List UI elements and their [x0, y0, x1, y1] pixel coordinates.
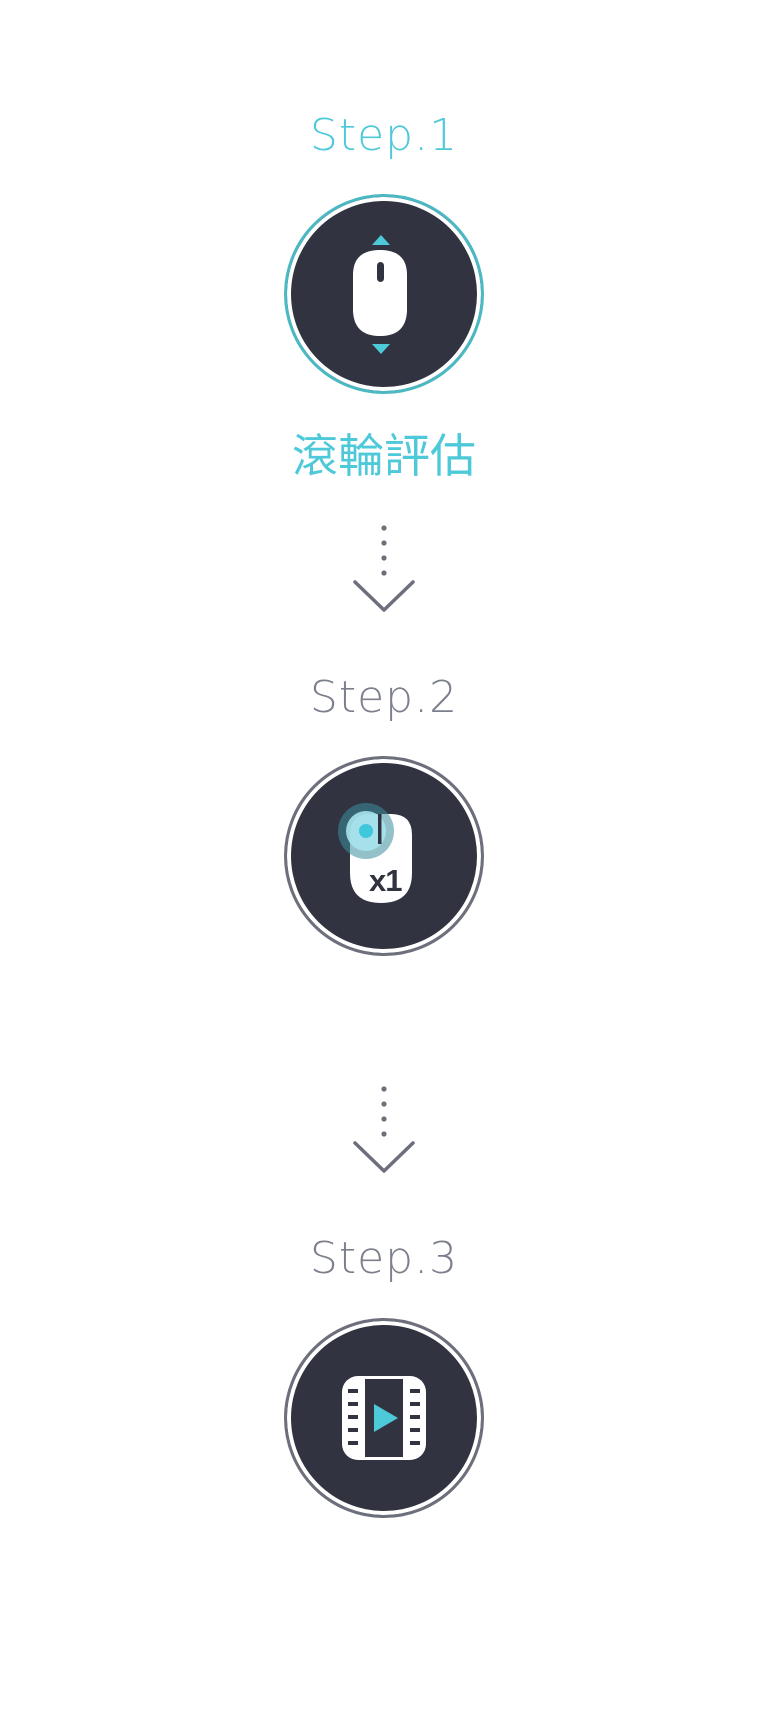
- flow-arrow-down-icon: [353, 525, 415, 612]
- step-1-button[interactable]: [284, 194, 484, 394]
- video-play-icon: [342, 1376, 426, 1460]
- step-3-button[interactable]: [284, 1318, 484, 1518]
- step-2-button[interactable]: x1: [284, 756, 484, 956]
- step-1-title: Step.1: [309, 110, 459, 161]
- mouse-click-icon: [338, 803, 412, 903]
- step-2-title: Step.2: [309, 672, 459, 723]
- step-3-title: Step.3: [309, 1233, 459, 1284]
- mouse-scroll-icon: [353, 235, 407, 354]
- step-1-label: 滾輪評估: [292, 429, 476, 483]
- click-count-label: x1: [369, 863, 402, 898]
- flow-arrow-down-icon: [353, 1086, 415, 1173]
